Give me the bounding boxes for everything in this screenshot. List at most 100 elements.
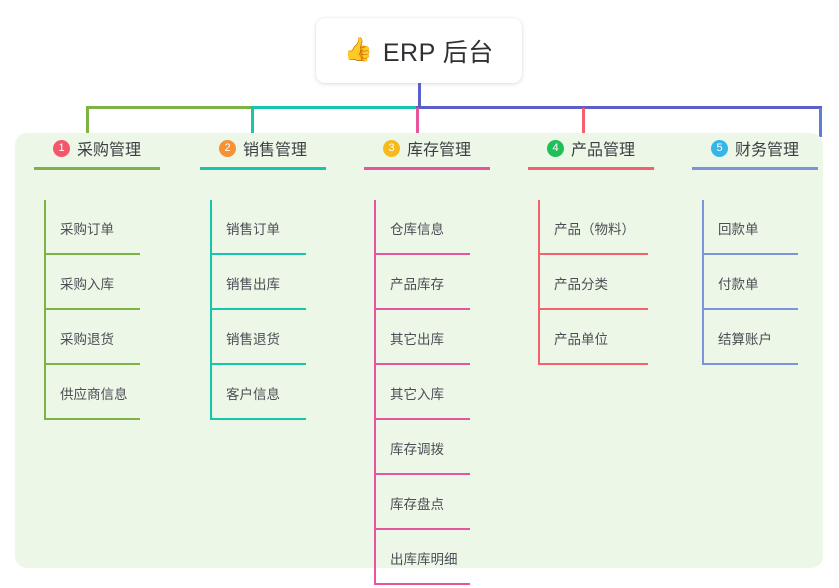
branch-child-rule — [374, 253, 470, 255]
branch-number-badge: 2 — [219, 139, 236, 157]
branch-child-rule — [702, 363, 798, 365]
branch-child-item[interactable]: 产品单位 — [528, 310, 693, 365]
branch-child-rule — [44, 363, 140, 365]
branch-header[interactable]: 4 产品管理 — [528, 133, 693, 163]
branch-child-label: 产品单位 — [554, 331, 608, 347]
branch-child-rule — [702, 253, 798, 255]
branch-header[interactable]: 2 销售管理 — [200, 133, 365, 163]
branch-child-label: 其它入库 — [390, 386, 444, 402]
branch-child-label: 销售退货 — [226, 331, 280, 347]
branch-child-rule — [210, 253, 306, 255]
branch-child-label: 销售订单 — [226, 221, 280, 237]
branch-child-label: 库存盘点 — [390, 496, 444, 512]
branch-trunk-line — [702, 200, 704, 365]
branch-child-item[interactable]: 仓库信息 — [364, 200, 529, 255]
branch-child-label: 其它出库 — [390, 331, 444, 347]
branch-child-item[interactable]: 结算账户 — [692, 310, 839, 365]
branch-child-item[interactable]: 销售退货 — [200, 310, 365, 365]
branch-child-item[interactable]: 回款单 — [692, 200, 839, 255]
branch-title: 产品管理 — [571, 142, 636, 159]
branch-number-badge: 3 — [383, 139, 400, 157]
branch-child-rule — [538, 308, 648, 310]
branch-child-rule — [210, 418, 306, 420]
branch-child-rule — [374, 363, 470, 365]
branch-column-1: 1 采购管理采购订单采购入库采购退货供应商信息 — [34, 133, 199, 420]
branch-child-item[interactable]: 采购退货 — [34, 310, 199, 365]
branch-child-item[interactable]: 客户信息 — [200, 365, 365, 420]
connector-bar-segment — [416, 106, 584, 109]
branch-title: 采购管理 — [77, 142, 142, 159]
branch-child-label: 销售出库 — [226, 276, 280, 292]
branch-children: 回款单付款单结算账户 — [692, 200, 839, 365]
branch-child-label: 采购退货 — [60, 331, 114, 347]
branch-trunk-line — [374, 200, 376, 585]
branch-child-rule — [374, 528, 470, 530]
branch-title: 库存管理 — [407, 142, 472, 159]
branch-column-4: 4 产品管理产品（物料） 产品分类产品单位 — [528, 133, 693, 365]
branch-children: 采购订单采购入库采购退货供应商信息 — [34, 200, 199, 420]
branch-child-item[interactable]: 供应商信息 — [34, 365, 199, 420]
branch-child-label: 回款单 — [718, 221, 759, 237]
branch-title: 财务管理 — [735, 142, 800, 159]
branch-column-3: 3 库存管理仓库信息产品库存其它出库其它入库库存调拨库存盘点出库库明细 — [364, 133, 529, 585]
branch-child-item[interactable]: 库存盘点 — [364, 475, 529, 530]
branch-trunk-line — [210, 200, 212, 420]
connector-bar-segment — [582, 106, 749, 109]
root-title: ERP 后台 — [382, 38, 494, 67]
branch-header[interactable]: 3 库存管理 — [364, 133, 529, 163]
root-connector-stem — [418, 83, 421, 108]
branch-child-item[interactable]: 销售订单 — [200, 200, 365, 255]
connector-drop-stub — [86, 108, 89, 137]
branch-child-rule — [210, 363, 306, 365]
branch-child-label: 采购入库 — [60, 276, 114, 292]
branch-trunk-line — [44, 200, 46, 420]
connector-drop-stub — [582, 108, 585, 137]
branch-child-label: 产品库存 — [390, 276, 444, 292]
branch-header[interactable]: 1 采购管理 — [34, 133, 199, 163]
branch-child-rule — [374, 583, 470, 585]
branches-panel: 1 采购管理采购订单采购入库采购退货供应商信息 2 销售管理销售订单销售出库销售退货客… — [15, 133, 823, 585]
branch-children: 销售订单销售出库销售退货客户信息 — [200, 200, 365, 420]
branch-child-item[interactable]: 其它出库 — [364, 310, 529, 365]
branch-column-2: 2 销售管理销售订单销售出库销售退货客户信息 — [200, 133, 365, 420]
branch-child-label: 结算账户 — [718, 331, 772, 347]
branch-child-rule — [702, 308, 798, 310]
branch-child-item[interactable]: 采购入库 — [34, 255, 199, 310]
branch-child-rule — [374, 308, 470, 310]
branch-number-badge: 4 — [547, 139, 564, 157]
branch-title: 销售管理 — [243, 142, 308, 159]
branch-child-item[interactable]: 其它入库 — [364, 365, 529, 420]
connector-bar-segment — [86, 106, 253, 109]
branch-child-label: 供应商信息 — [60, 386, 128, 402]
thumbs-up-icon: 👍 — [344, 37, 373, 63]
branch-child-rule — [210, 308, 306, 310]
connector-drop-stub — [819, 108, 822, 137]
root-node[interactable]: 👍 ERP 后台 — [316, 18, 522, 83]
branch-child-item[interactable]: 产品库存 — [364, 255, 529, 310]
branch-child-item[interactable]: 采购订单 — [34, 200, 199, 255]
branch-child-label: 采购订单 — [60, 221, 114, 237]
branch-child-item[interactable]: 产品分类 — [528, 255, 693, 310]
branch-child-item[interactable]: 销售出库 — [200, 255, 365, 310]
branch-header-rule — [692, 167, 818, 170]
connector-bar-segment — [747, 106, 822, 109]
branch-child-rule — [538, 253, 648, 255]
branch-child-rule — [538, 363, 648, 365]
branch-child-rule — [44, 253, 140, 255]
branch-number-badge: 1 — [53, 139, 70, 157]
branch-child-label: 出库库明细 — [390, 551, 458, 567]
branch-children: 产品（物料） 产品分类产品单位 — [528, 200, 693, 365]
branch-child-label: 付款单 — [718, 276, 759, 292]
branch-header-rule — [34, 167, 160, 170]
branch-child-rule — [374, 418, 470, 420]
branch-child-item[interactable]: 出库库明细 — [364, 530, 529, 585]
branch-header-rule — [364, 167, 490, 170]
branch-trunk-line — [538, 200, 540, 365]
branch-child-item[interactable]: 产品（物料） — [528, 200, 693, 255]
branch-child-item[interactable]: 付款单 — [692, 255, 839, 310]
branch-child-item[interactable]: 库存调拨 — [364, 420, 529, 475]
branch-child-label: 产品（物料） — [554, 221, 635, 237]
